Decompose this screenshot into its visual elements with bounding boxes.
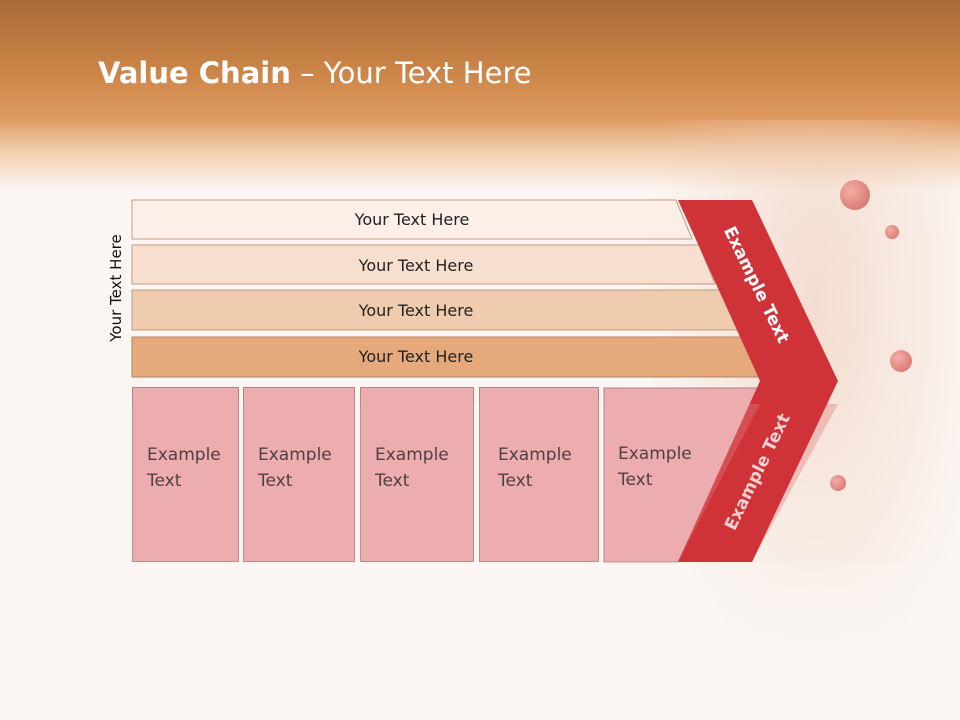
ornament-icon	[840, 180, 870, 210]
bar-2[interactable]: Your Text Here	[132, 246, 700, 285]
example-box-3[interactable]: Example Text	[360, 387, 474, 562]
example-box-2[interactable]: Example Text	[243, 387, 355, 562]
bar-4[interactable]: Your Text Here	[132, 337, 700, 376]
title-rest: – Your Text Here	[290, 56, 532, 90]
box-4-line2: Text	[498, 468, 588, 494]
box-1-line1: Example	[147, 442, 237, 468]
box-2-line2: Text	[258, 468, 348, 494]
box-5-line1: Example	[618, 441, 708, 467]
bar-2-label: Your Text Here	[358, 256, 474, 275]
box-1-line2: Text	[147, 468, 237, 494]
reflection	[0, 404, 960, 562]
box-5-line2: Text	[618, 467, 708, 493]
bar-shape-2[interactable]	[131, 244, 716, 285]
reflection-fade	[0, 562, 960, 720]
bar-4-label: Your Text Here	[358, 347, 474, 366]
ornament-icon	[890, 350, 912, 372]
ornament-icon	[830, 475, 846, 491]
reflection-shapes	[132, 404, 838, 562]
page-title: Value Chain – Your Text Here	[98, 56, 532, 90]
bar-1-label: Your Text Here	[354, 210, 470, 229]
example-box-5[interactable]: Example Text	[604, 387, 704, 562]
box-3-line1: Example	[375, 442, 465, 468]
red-chevron[interactable]	[678, 200, 838, 562]
box-2-line1: Example	[258, 442, 348, 468]
bar-3-label: Your Text Here	[358, 301, 474, 320]
example-box-4[interactable]: Example Text	[479, 387, 599, 562]
example-box-1[interactable]: Example Text	[132, 387, 239, 562]
bar-1[interactable]: Your Text Here	[132, 200, 692, 239]
title-bold: Value Chain	[98, 56, 291, 90]
box-4-line1: Example	[498, 442, 588, 468]
bar-3[interactable]: Your Text Here	[132, 291, 700, 330]
box-3-line2: Text	[375, 468, 465, 494]
ornament-icon	[885, 225, 899, 239]
bar-shape-1[interactable]	[131, 199, 693, 240]
